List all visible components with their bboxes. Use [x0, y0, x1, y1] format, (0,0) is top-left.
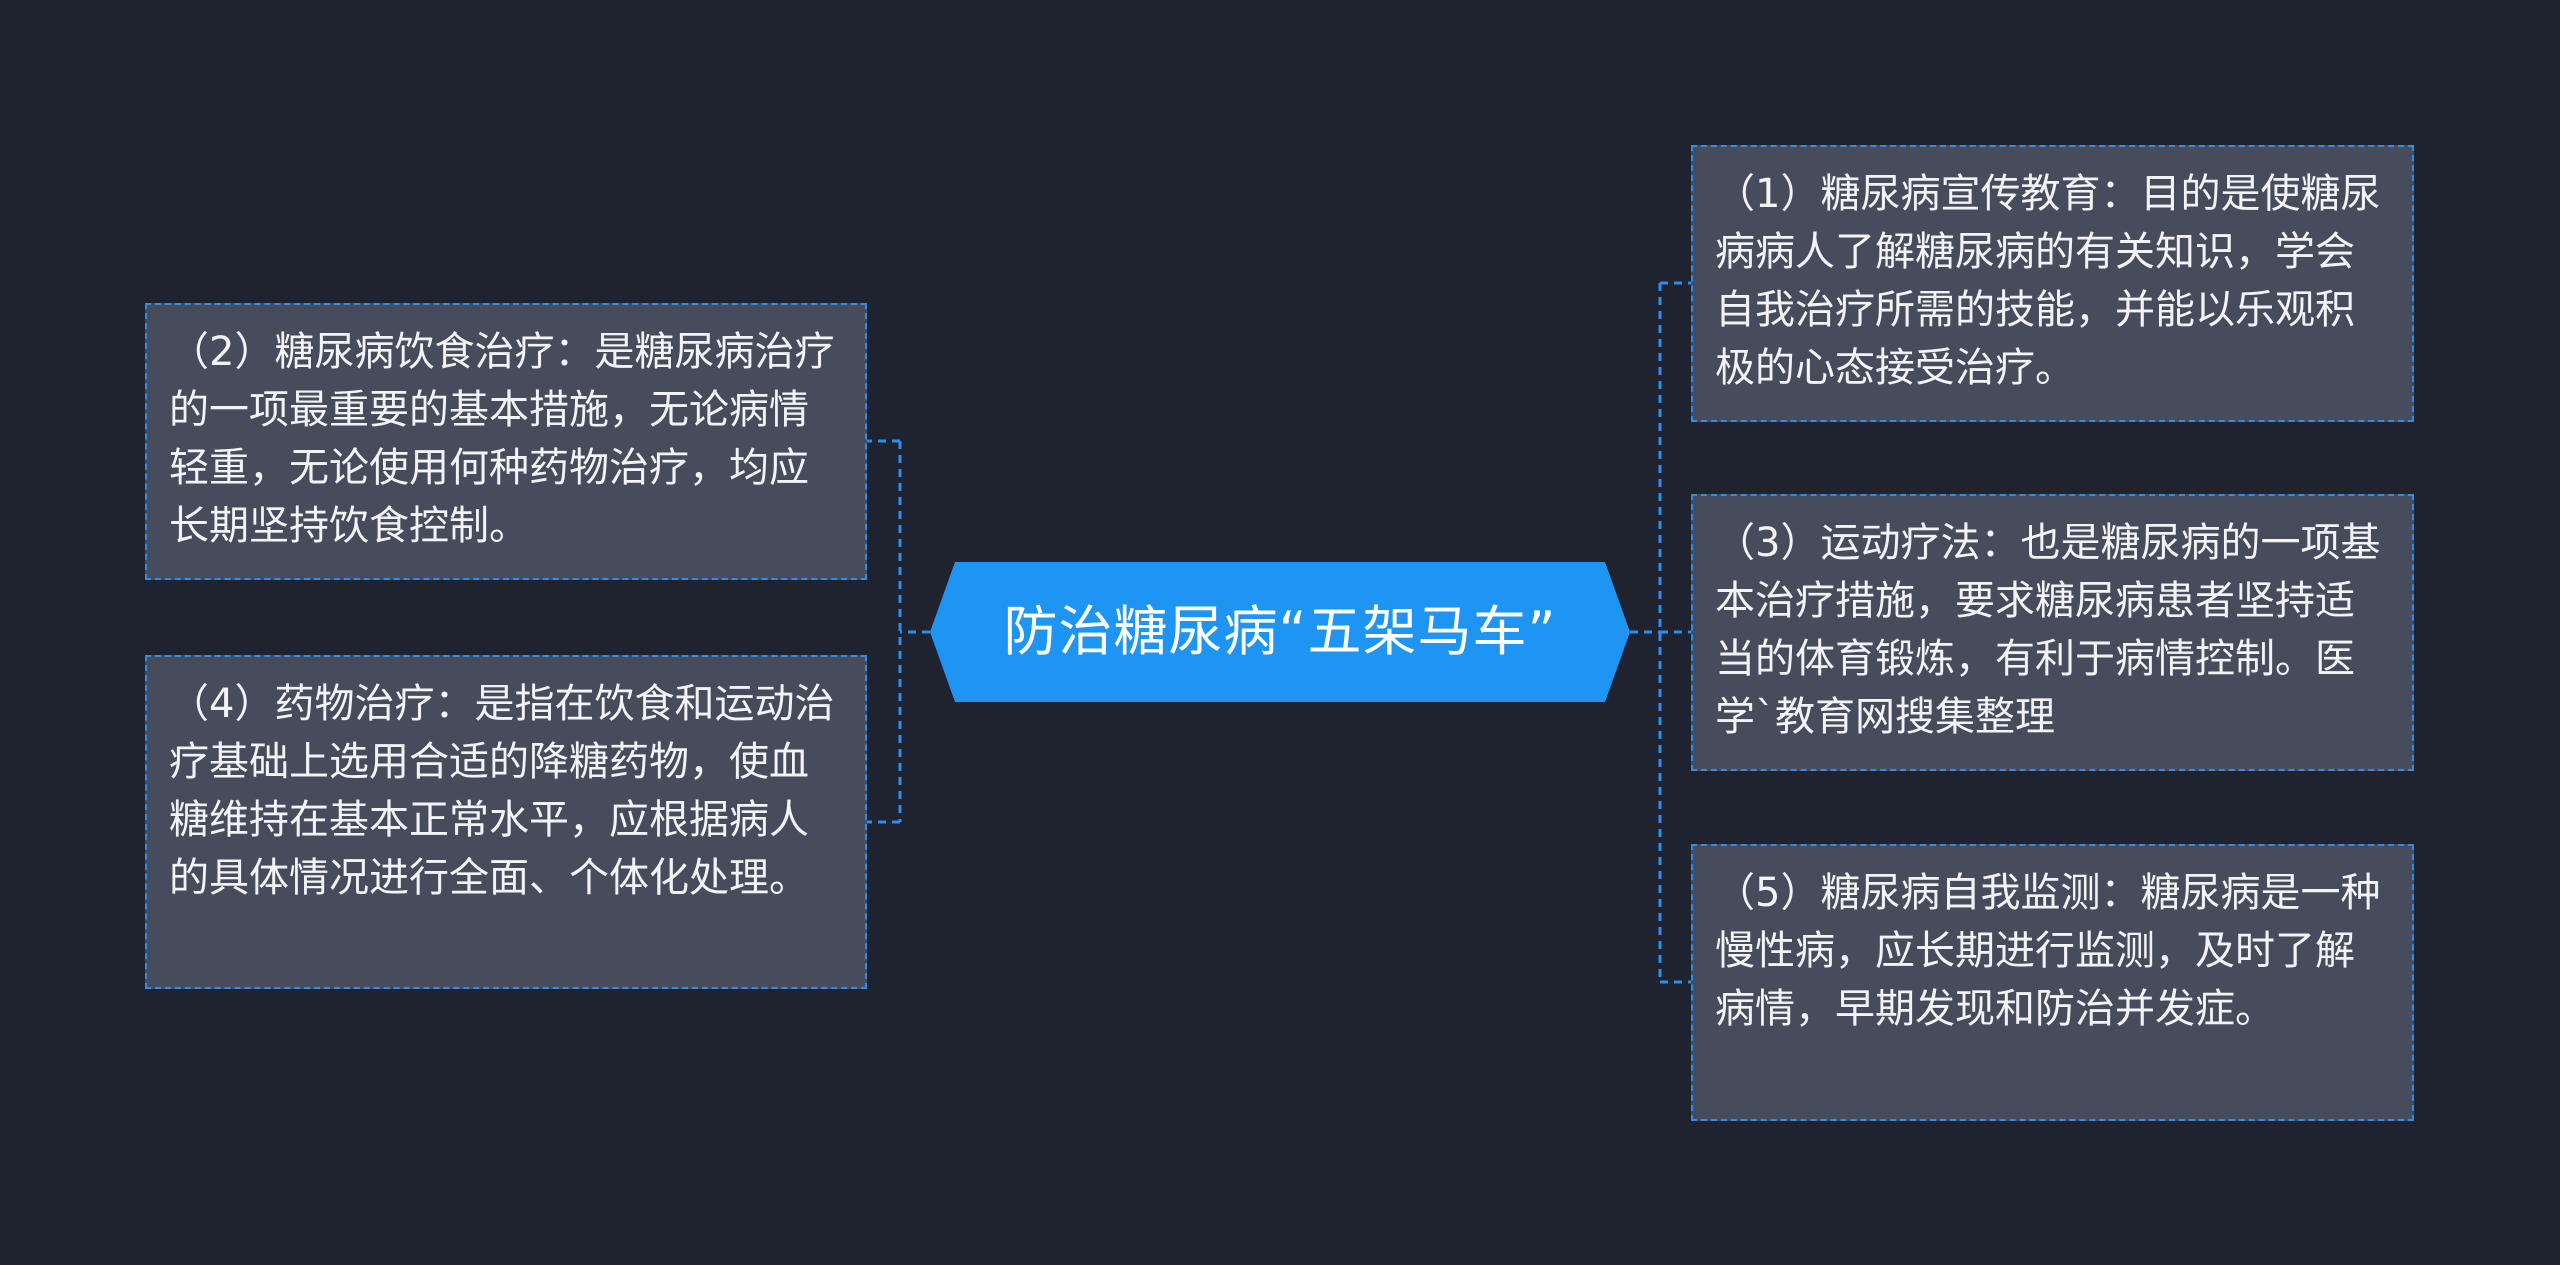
branch-node-exercise-therapy[interactable]: （3）运动疗法：也是糖尿病的一项基本治疗措施，要求糖尿病患者坚持适当的体育锻炼，… — [1691, 494, 2414, 771]
branch-node-education[interactable]: （1）糖尿病宣传教育：目的是使糖尿病病人了解糖尿病的有关知识，学会自我治疗所需的… — [1691, 145, 2414, 422]
branch-node-diet-therapy[interactable]: （2）糖尿病饮食治疗：是糖尿病治疗的一项最重要的基本措施，无论病情轻重，无论使用… — [145, 303, 867, 580]
center-node-label[interactable]: 防治糖尿病“五架马车” — [1003, 600, 1557, 663]
center-node-shape — [930, 562, 1630, 702]
branch-node-self-monitoring[interactable]: （5）糖尿病自我监测：糖尿病是一种慢性病，应长期进行监测，及时了解病情，早期发现… — [1691, 844, 2414, 1121]
right-connectors — [1630, 281, 1691, 984]
branch-node-drug-therapy[interactable]: （4）药物治疗：是指在饮食和运动治疗基础上选用合适的降糖药物，使血糖维持在基本正… — [145, 655, 867, 989]
left-connectors — [867, 439, 930, 824]
